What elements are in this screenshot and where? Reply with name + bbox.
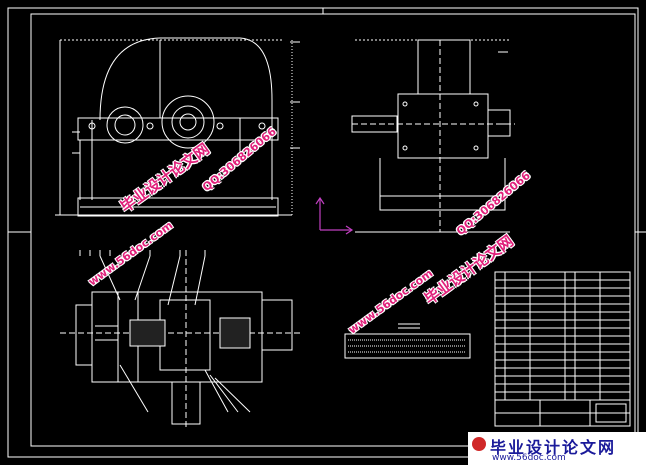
site-logo[interactable]: 毕业设计论文网 www.56doc.com (468, 432, 646, 465)
footer-brand: 毕业设计论文网 (490, 438, 617, 457)
inner-border (30, 13, 636, 447)
front-view[interactable] (55, 37, 300, 217)
outer-border (7, 7, 639, 458)
side-view[interactable] (351, 39, 515, 233)
section-view[interactable] (60, 250, 300, 430)
technical-notes (344, 323, 471, 359)
parts-list-table[interactable] (494, 271, 631, 427)
ucs-axis-icon (315, 196, 354, 235)
logo-mark-icon (472, 437, 486, 451)
footer-url[interactable]: www.56doc.com (492, 453, 566, 463)
